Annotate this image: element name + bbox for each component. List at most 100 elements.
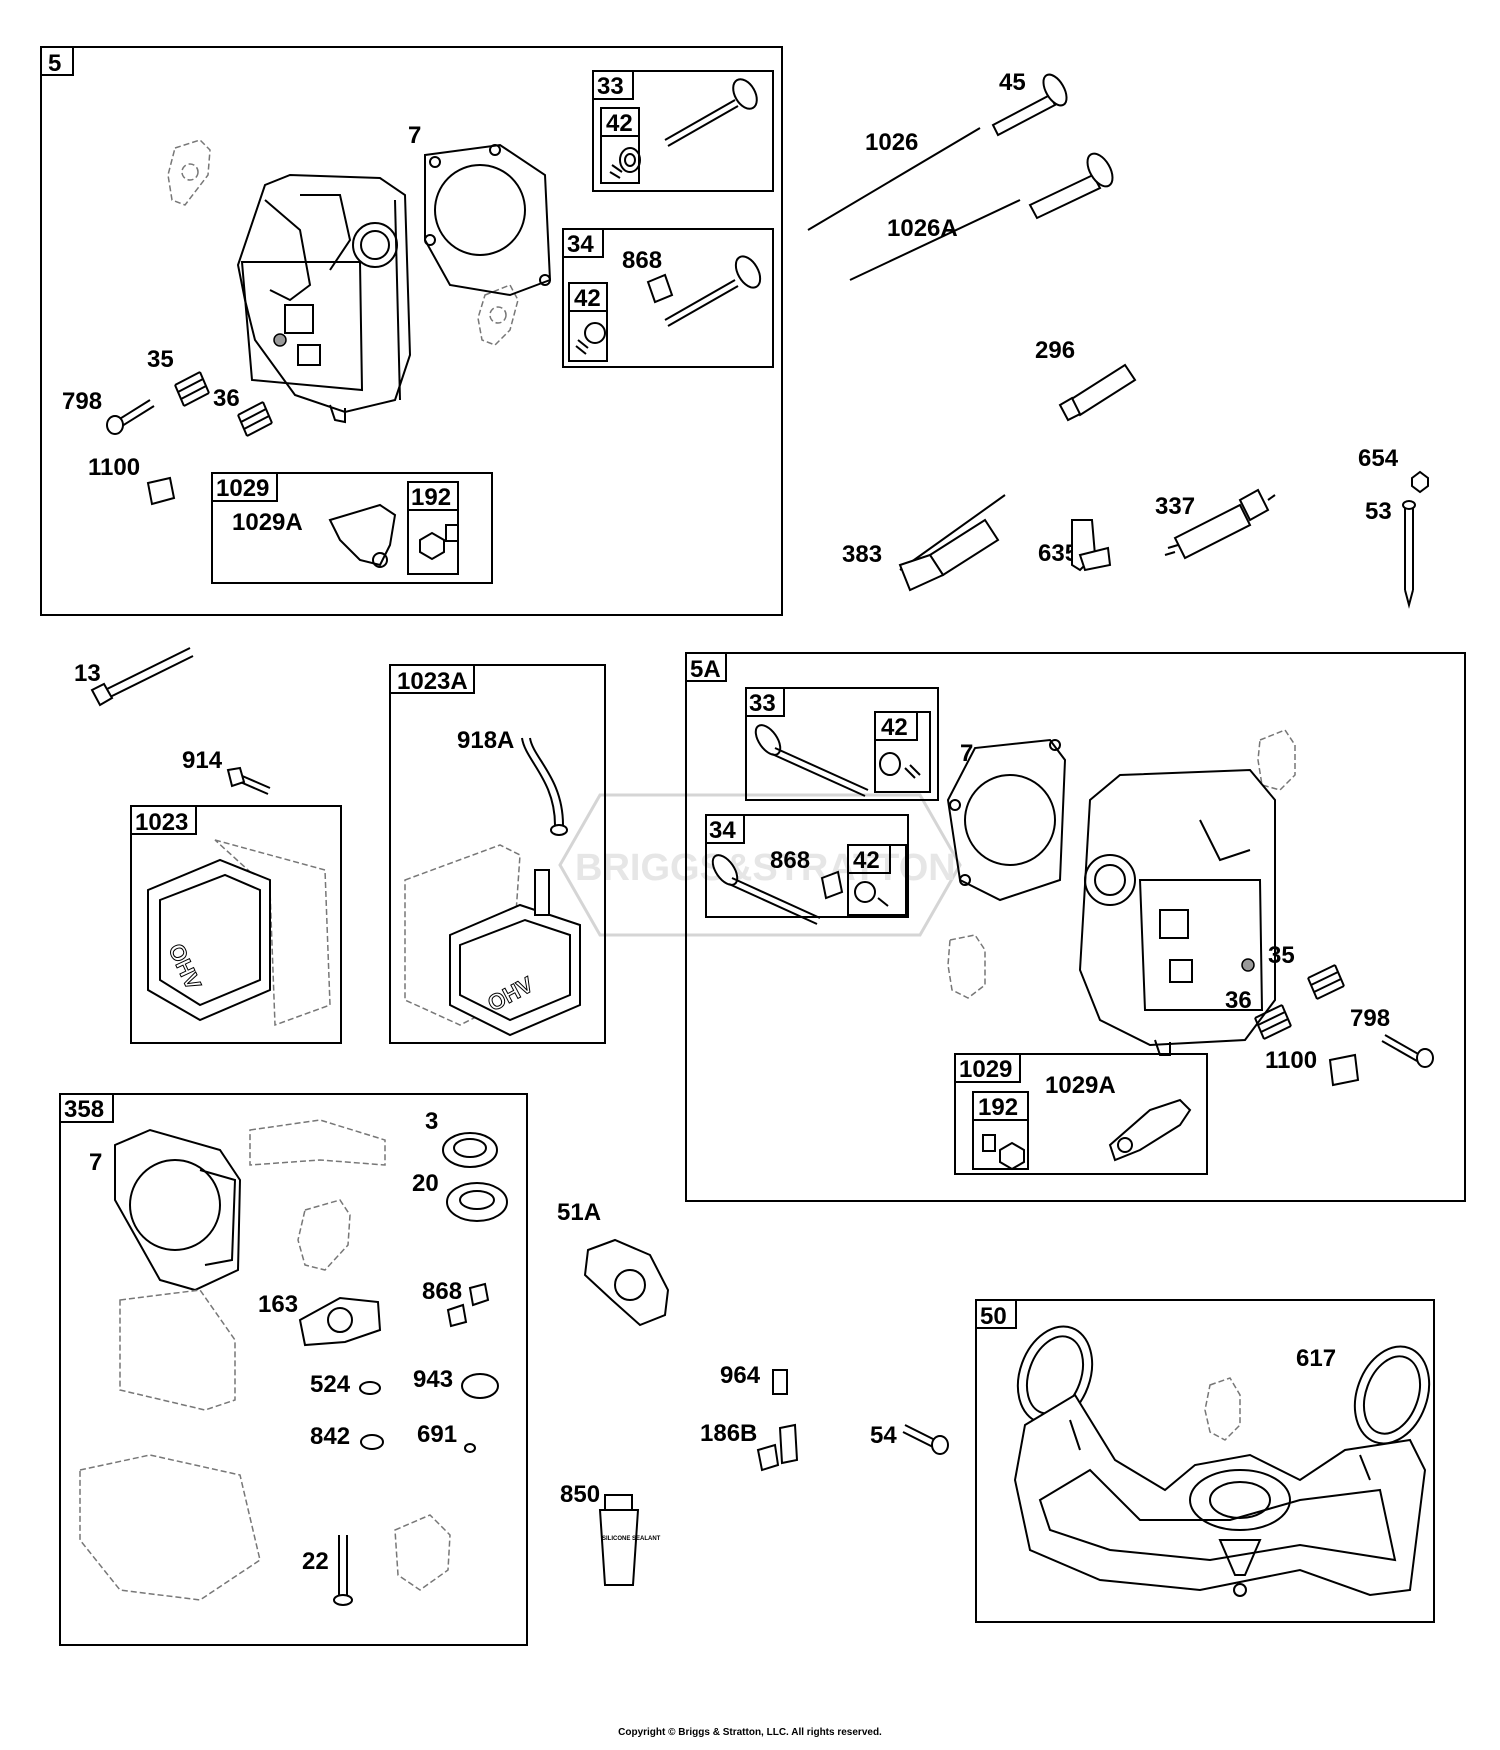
push-rod-icon bbox=[807, 127, 981, 231]
box-1023A bbox=[389, 664, 606, 1044]
box-33-b bbox=[745, 687, 939, 801]
spark-plug-icon bbox=[1164, 488, 1276, 560]
oil-seal-icon bbox=[446, 1182, 508, 1222]
box-50-tab bbox=[975, 1299, 1017, 1329]
tappet-icon bbox=[991, 73, 1068, 137]
spark-plug-boot-icon bbox=[1071, 519, 1112, 572]
box-5A-label: 5A bbox=[690, 656, 721, 683]
intake-gasket-icon bbox=[1204, 1377, 1241, 1441]
valve-keeper-icon bbox=[619, 147, 641, 173]
breather-tube-icon bbox=[1058, 363, 1137, 422]
valve-spring-icon bbox=[174, 371, 210, 407]
box-1029-b-label: 1029 bbox=[959, 1056, 1012, 1083]
rocker-stud-bolt-icon bbox=[106, 399, 155, 435]
sealant-label-text: SILICONE SEALANT bbox=[602, 1536, 661, 1542]
part-943-label: 943 bbox=[413, 1366, 453, 1393]
part-7-label: 7 bbox=[89, 1149, 102, 1176]
rocker-arm-icon bbox=[328, 503, 397, 568]
part-868-label: 868 bbox=[770, 847, 810, 874]
o-ring-icon bbox=[360, 1434, 384, 1450]
part-918A-label: 918A bbox=[457, 727, 514, 754]
part-524-label: 524 bbox=[310, 1371, 351, 1398]
gasket-hole bbox=[327, 1307, 353, 1333]
part-337-label: 337 bbox=[1155, 493, 1195, 520]
valve-retainer-icon bbox=[609, 164, 623, 179]
head-gasket-icon bbox=[946, 738, 1067, 902]
part-53-label: 53 bbox=[1365, 498, 1392, 525]
box-358-label: 358 bbox=[64, 1096, 104, 1123]
intake-manifold-icon bbox=[1013, 1393, 1427, 1597]
valve-seal-icon bbox=[646, 273, 674, 304]
o-ring-icon bbox=[461, 1373, 499, 1399]
watermark-text: BRIGGS&STRATTON bbox=[575, 847, 956, 889]
box-34-tab bbox=[562, 228, 604, 258]
part-1029A-label: 1029A bbox=[1045, 1072, 1116, 1099]
box-33 bbox=[592, 70, 774, 192]
part-868-label: 868 bbox=[422, 1278, 462, 1305]
box-1029-label: 1029 bbox=[216, 475, 269, 502]
intake-manifold-gasket-icon bbox=[583, 1238, 670, 1327]
part-45-label: 45 bbox=[999, 69, 1026, 96]
o-ring-icon bbox=[359, 1381, 381, 1395]
box-42-b-tab bbox=[568, 282, 608, 312]
part-13-label: 13 bbox=[74, 660, 101, 687]
box-1023 bbox=[130, 805, 342, 1044]
box-50-label: 50 bbox=[980, 1303, 1007, 1330]
box-5 bbox=[40, 46, 783, 616]
watermark-logo: BRIGGS&STRATTON bbox=[558, 793, 962, 937]
box-34-b-label: 34 bbox=[709, 817, 736, 844]
part-35-label: 35 bbox=[1268, 942, 1295, 969]
rocker-nut-icon bbox=[419, 531, 445, 561]
part-1100-label: 1100 bbox=[1265, 1047, 1317, 1074]
intake-valve-icon bbox=[711, 854, 821, 925]
box-34-b-tab bbox=[705, 814, 745, 844]
guide-plate-icon bbox=[146, 476, 176, 506]
box-1023-tab bbox=[130, 805, 197, 835]
box-50 bbox=[975, 1299, 1435, 1623]
box-1029-tab bbox=[211, 472, 278, 502]
set-screw-icon bbox=[445, 524, 459, 542]
gasket-hole bbox=[181, 163, 199, 181]
part-850-label: 850 bbox=[560, 1481, 600, 1508]
valve-keeper-icon bbox=[879, 752, 901, 776]
rocker-cover-with-breather-icon: OHV bbox=[449, 869, 581, 1037]
box-5-label: 5 bbox=[48, 50, 61, 77]
part-691-label: 691 bbox=[417, 1421, 457, 1448]
part-798-label: 798 bbox=[1350, 1005, 1390, 1032]
rocker-cover-icon: OHV bbox=[147, 858, 271, 1022]
part-35-label: 35 bbox=[147, 346, 174, 373]
box-5A bbox=[685, 652, 1466, 1202]
head-bolt-icon bbox=[90, 647, 194, 707]
valve-keeper-inner bbox=[624, 153, 636, 167]
cover-screw-icon bbox=[226, 766, 271, 795]
copyright-text: Copyright © Briggs & Stratton, LLC. All … bbox=[618, 1727, 882, 1738]
part-1029A-label: 1029A bbox=[232, 509, 303, 536]
crankcase-gasket-icon bbox=[79, 1454, 261, 1601]
gasket-hole bbox=[489, 306, 507, 324]
stud-icon bbox=[1402, 500, 1416, 609]
intake-gasket-icon bbox=[167, 139, 211, 206]
box-34 bbox=[562, 228, 774, 368]
carburetor-gasket-icon bbox=[298, 1296, 382, 1347]
intake-valve-icon bbox=[664, 255, 762, 327]
valve-keeper-icon bbox=[584, 322, 606, 344]
box-42-c-tab bbox=[874, 711, 918, 741]
valve-retainer-icon bbox=[575, 339, 589, 355]
cylinder-head-icon bbox=[236, 173, 412, 424]
oil-seal-icon bbox=[442, 1132, 498, 1168]
part-36-label: 36 bbox=[1225, 987, 1252, 1014]
valve-seal-icon bbox=[820, 870, 844, 900]
rocker-cover-gasket-icon bbox=[119, 1289, 236, 1411]
box-1023A-label: 1023A bbox=[397, 668, 468, 695]
valve-spring-icon bbox=[1307, 964, 1345, 1000]
box-42-d-label: 42 bbox=[853, 847, 880, 874]
exhaust-valve-icon bbox=[664, 78, 758, 147]
valve-seal-icon bbox=[468, 1282, 490, 1307]
part-7-label: 7 bbox=[408, 122, 421, 149]
valve-spring-icon bbox=[237, 401, 273, 437]
part-654-label: 654 bbox=[1358, 445, 1399, 472]
part-914-label: 914 bbox=[182, 747, 223, 774]
manifold-screw-icon bbox=[902, 1424, 949, 1455]
box-42-b-label: 42 bbox=[574, 285, 601, 312]
